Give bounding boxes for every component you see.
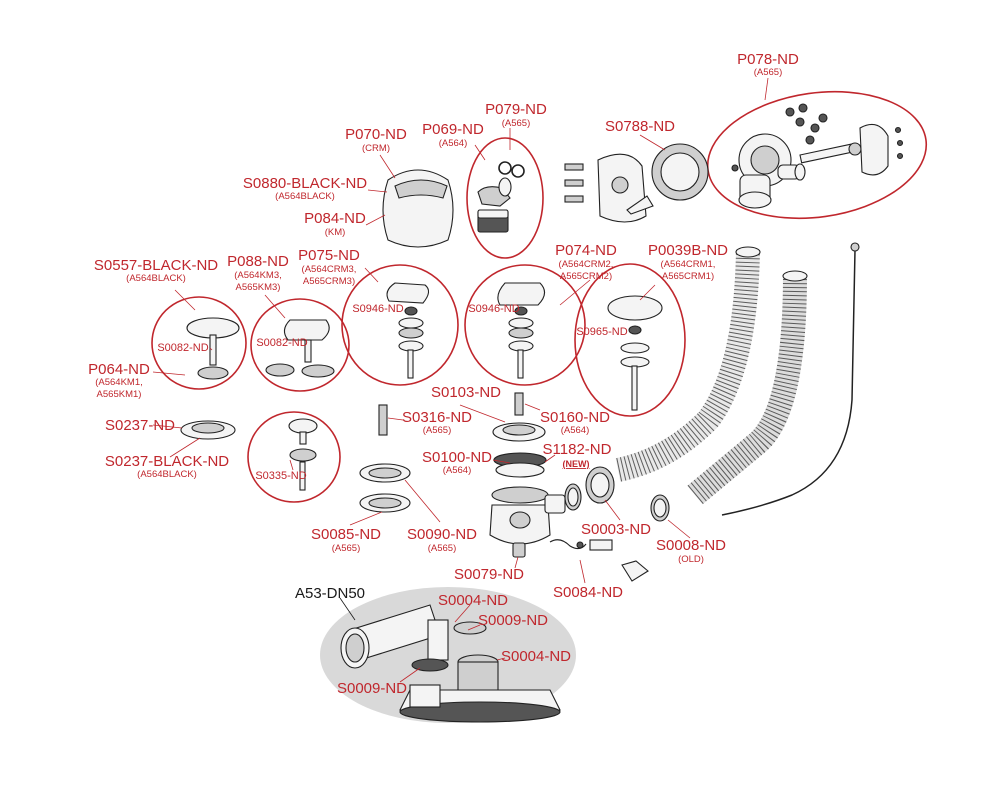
label-s0009-a: S0009-ND — [478, 612, 548, 629]
label-s0084: S0084-ND — [553, 584, 623, 601]
group-outline-p0039b — [574, 263, 686, 417]
label-p070-code: P070-ND — [345, 126, 407, 143]
screw-s0160 — [514, 392, 524, 416]
overflow-cover-p070 — [382, 169, 454, 248]
label-s0004-b: S0004-ND — [501, 648, 571, 665]
label-s0880-code: S0880-BLACK-ND — [243, 175, 367, 192]
label-s0557-code: S0557-BLACK-ND — [94, 257, 218, 274]
plug-p064 — [186, 317, 240, 380]
label-s0079: S0079-ND — [454, 566, 524, 583]
label-p084-sub: (KM) — [325, 227, 346, 238]
label-p075-code: P075-ND — [298, 247, 360, 264]
label-p070-sub: (CRM) — [362, 143, 390, 154]
label-s0237-black-sub: (A564BLACK) — [137, 469, 197, 480]
group-outline-p088 — [250, 298, 350, 392]
label-p069-sub: (A564) — [439, 138, 468, 149]
plug-p0039b — [607, 295, 663, 411]
gasket-ring-s0788 — [651, 143, 709, 201]
plug-p074 — [497, 282, 546, 379]
plug-p075 — [386, 282, 430, 379]
overflow-elbow-p079 — [477, 161, 525, 233]
label-s0100-sub: (A564) — [443, 465, 472, 476]
group-outline-s0335 — [247, 411, 341, 503]
label-s0557-sub: (A564BLACK) — [126, 273, 186, 284]
hose-left — [615, 246, 761, 482]
label-s0965: S0965-ND — [576, 326, 627, 338]
overflow-body-p078 — [731, 103, 904, 209]
label-s0082-a: S0082-ND — [157, 342, 208, 354]
label-p0039b-sub1: (A564CRM1, — [661, 259, 716, 270]
leader-lines — [152, 77, 769, 683]
label-p084-code: P084-ND — [304, 210, 366, 227]
overflow-plate — [564, 153, 654, 223]
ring-s1182 — [564, 483, 582, 511]
label-p075-sub1: (A564CRM3, — [302, 264, 357, 275]
group-outline-p074 — [464, 264, 586, 386]
label-s0085-code: S0085-ND — [311, 526, 381, 543]
group-outline-p064 — [151, 296, 247, 390]
label-p074-sub2: A565CRM2) — [560, 271, 612, 282]
flange-s0237 — [180, 420, 236, 440]
label-s0103: S0103-ND — [431, 384, 501, 401]
label-s0946-b: S0946-ND — [468, 303, 519, 315]
label-s0090-code: S0090-ND — [407, 526, 477, 543]
cable-s0084 — [549, 539, 649, 582]
label-p079-code: P079-ND — [485, 101, 547, 118]
label-p0039b-code: P0039B-ND — [648, 242, 728, 259]
label-p064-code: P064-ND — [88, 361, 150, 378]
label-s0090-sub: (A565) — [428, 543, 457, 554]
group-outline-p075 — [341, 264, 459, 386]
label-p078-sub: (A565) — [754, 67, 783, 78]
label-p088-sub2: A565KM3) — [236, 282, 281, 293]
label-p079-sub: (A565) — [502, 118, 531, 129]
label-s0316-code: S0316-ND — [402, 409, 472, 426]
label-p088-code: P088-ND — [227, 253, 289, 270]
label-s0004-a: S0004-ND — [438, 592, 508, 609]
label-p074-code: P074-ND — [555, 242, 617, 259]
label-s0335: S0335-ND — [255, 470, 306, 482]
label-s0008-code: S0008-ND — [656, 537, 726, 554]
label-s0880-sub: (A564BLACK) — [275, 191, 335, 202]
plug-p088 — [265, 319, 335, 378]
label-a53: A53-DN50 — [295, 585, 365, 602]
label-p064-sub1: (A564KM1, — [95, 377, 143, 388]
drain-body — [489, 422, 566, 545]
label-s1182-note: (NEW) — [563, 459, 590, 469]
label-s0009-b: S0009-ND — [337, 680, 407, 697]
washer-s0090 — [359, 463, 411, 483]
label-s0003: S0003-ND — [581, 521, 651, 538]
group-outline-p079 — [466, 137, 544, 259]
label-s0237-black-code: S0237-BLACK-ND — [105, 453, 229, 470]
label-s0085-sub: (A565) — [332, 543, 361, 554]
label-s0160-sub: (A564) — [561, 425, 590, 436]
plug-s0335 — [288, 418, 318, 491]
label-p088-sub1: (A564KM3, — [234, 270, 282, 281]
label-p074-sub1: (A564CRM2, — [559, 259, 614, 270]
hose-right — [687, 270, 808, 505]
label-s0008-sub: (OLD) — [678, 554, 704, 565]
label-p078-code: P078-ND — [737, 51, 799, 68]
bowden-cable — [721, 249, 856, 516]
label-s0160-code: S0160-ND — [540, 409, 610, 426]
screw-s0316 — [378, 404, 388, 436]
label-s0082-b: S0082-ND — [256, 337, 307, 349]
label-s0788: S0788-ND — [605, 118, 675, 135]
label-s0316-sub: (A565) — [423, 425, 452, 436]
cap-s0079 — [512, 542, 526, 558]
label-s0946-a: S0946-ND — [352, 303, 403, 315]
trap-a53 — [340, 604, 561, 723]
label-s1182-code: S1182-ND — [543, 441, 612, 458]
label-p064-sub2: A565KM1) — [97, 389, 142, 400]
washer-s0085 — [359, 493, 411, 513]
nut-s0003 — [585, 466, 615, 504]
label-s0100-code: S0100-ND — [422, 449, 492, 466]
cable-end — [850, 242, 860, 252]
label-p0039b-sub2: A565CRM1) — [662, 271, 714, 282]
label-s0237: S0237-ND — [105, 417, 175, 434]
ring-s0008 — [650, 494, 670, 522]
label-p075-sub2: A565CRM3) — [303, 276, 355, 287]
label-p069-code: P069-ND — [422, 121, 484, 138]
